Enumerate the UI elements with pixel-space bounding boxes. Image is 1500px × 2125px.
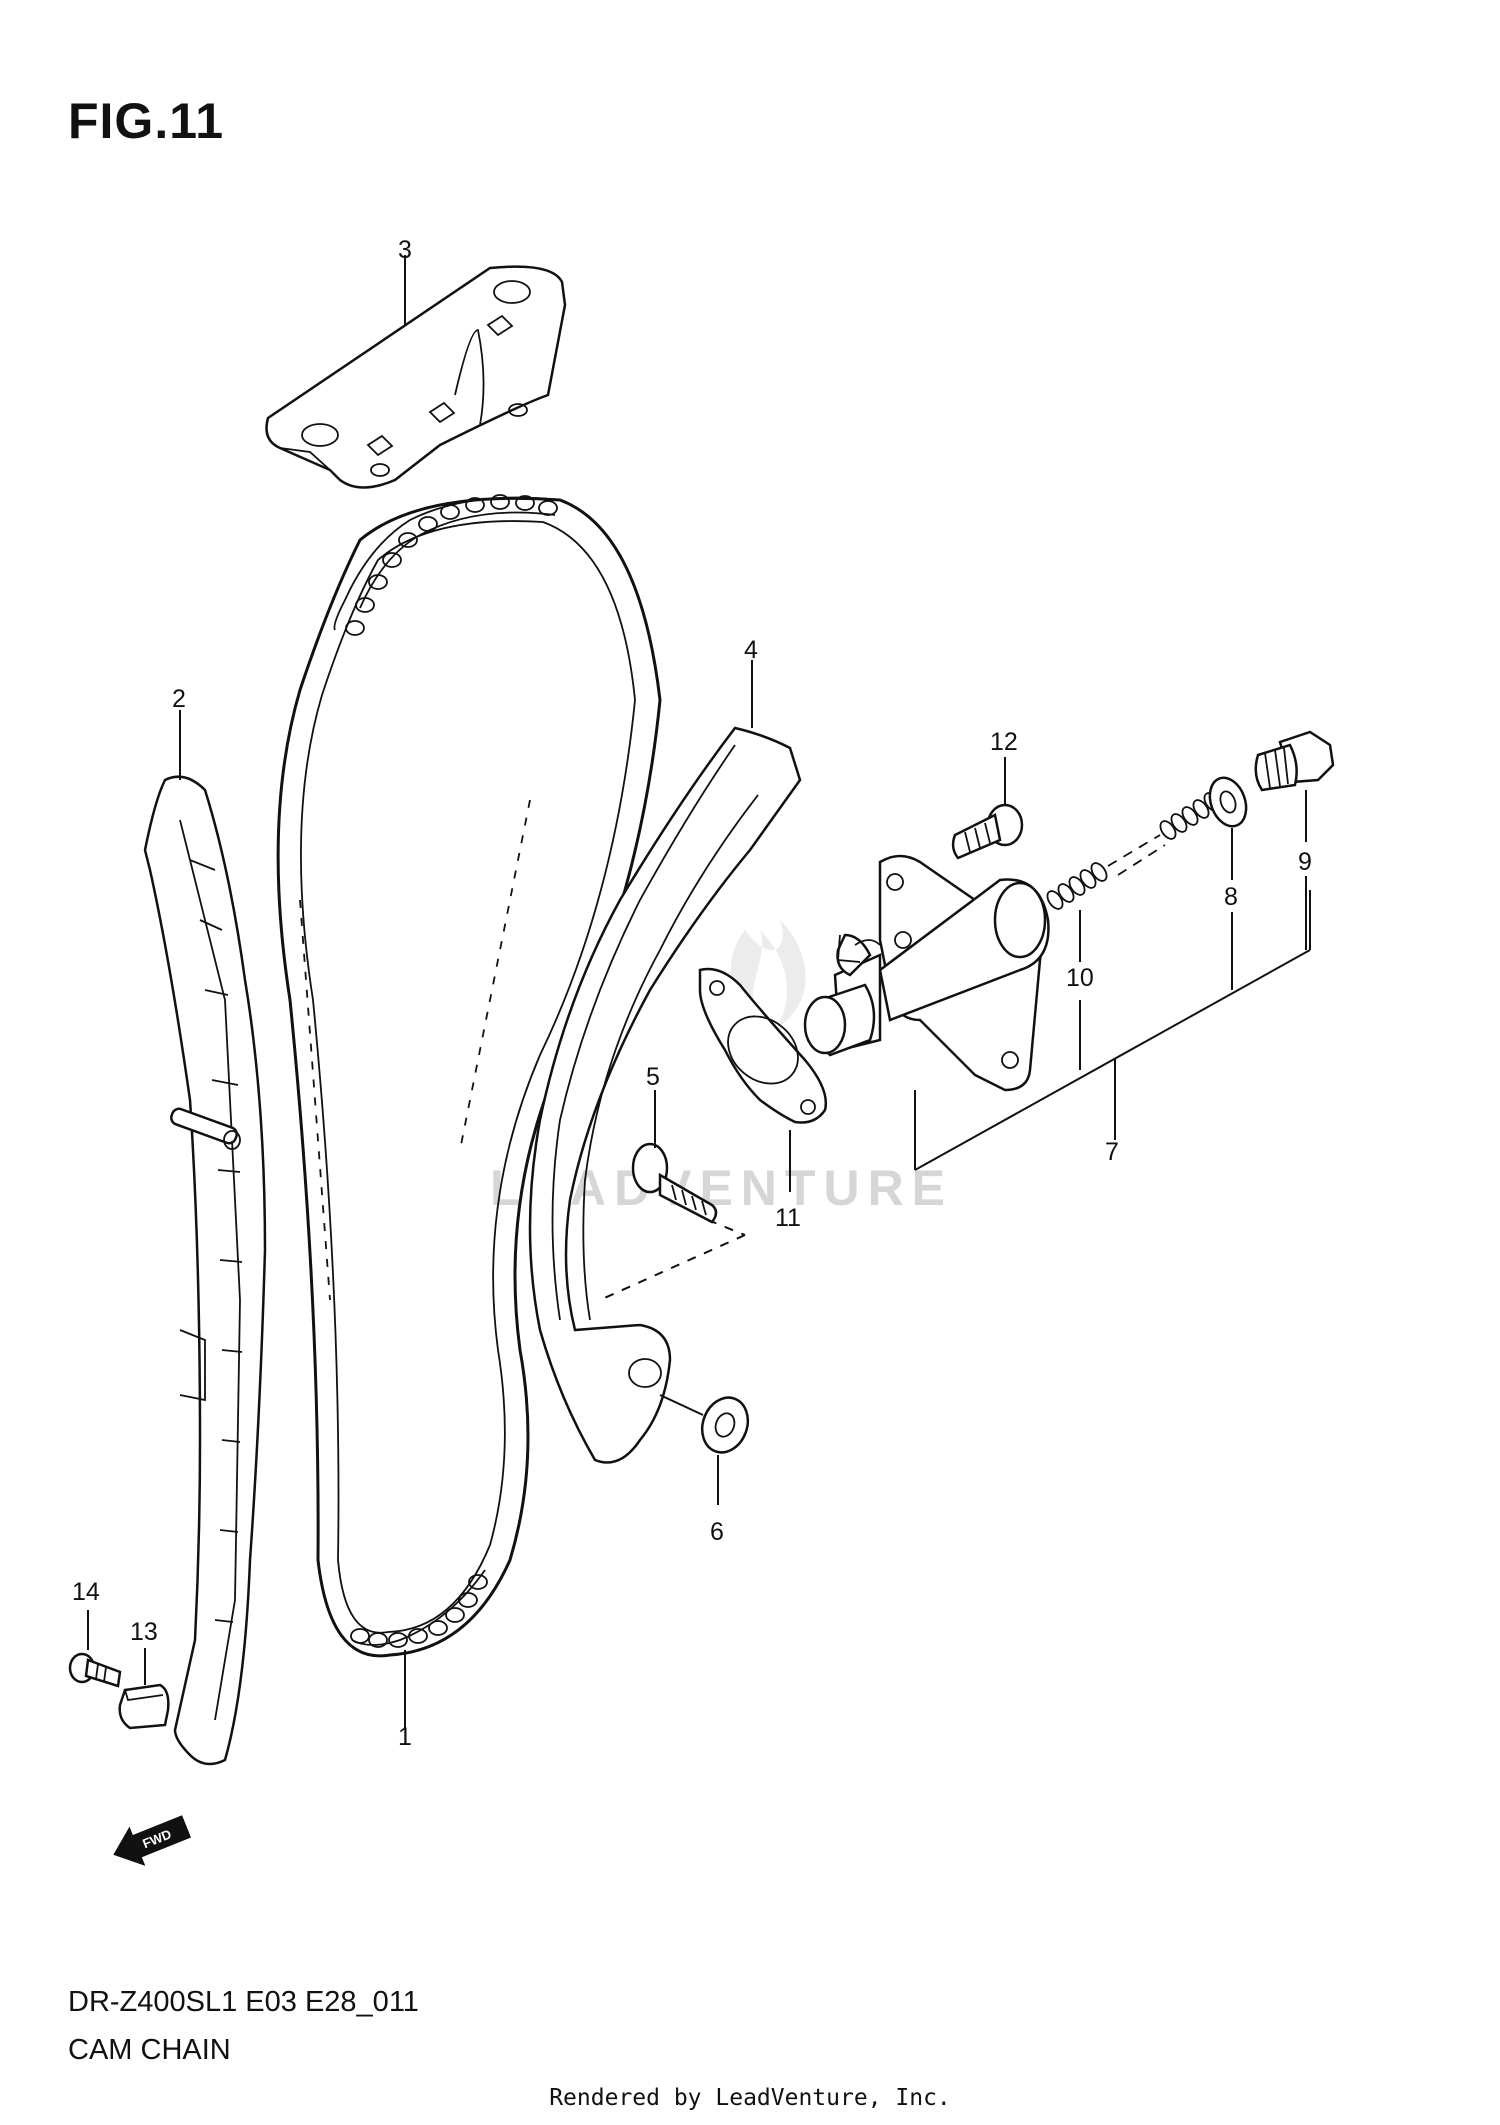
- callout-14[interactable]: 14: [72, 1578, 100, 1606]
- forward-direction-arrow-icon: FWD: [113, 1815, 192, 1866]
- part-2-chain-guide[interactable]: [143, 775, 267, 1766]
- section-name: CAM CHAIN: [68, 2034, 231, 2066]
- part-12-bolt[interactable]: [951, 803, 1024, 860]
- part-13-lock-plate[interactable]: [118, 1683, 170, 1730]
- part-6-washer[interactable]: [659, 1391, 755, 1459]
- part-9-plug-bolt[interactable]: [1254, 730, 1335, 792]
- callout-3[interactable]: 3: [398, 236, 412, 264]
- part-14-screw[interactable]: [68, 1652, 122, 1688]
- part-4-tensioner-guide[interactable]: [528, 726, 802, 1464]
- callout-12[interactable]: 12: [990, 728, 1018, 756]
- part-7-tensioner-assembly[interactable]: [803, 854, 1050, 1092]
- callout-9[interactable]: 9: [1298, 848, 1312, 876]
- part-5-pivot-bolt[interactable]: [631, 1142, 718, 1224]
- callout-6[interactable]: 6: [710, 1518, 724, 1546]
- leader-5-dashed: [599, 1219, 746, 1301]
- figure-title: FIG.11: [68, 93, 225, 149]
- callout-2[interactable]: 2: [172, 685, 186, 713]
- part-3-top-chain-guide[interactable]: [265, 265, 567, 489]
- callout-5[interactable]: 5: [646, 1063, 660, 1091]
- callout-7[interactable]: 7: [1105, 1138, 1119, 1166]
- model-code: DR-Z400SL1 E03 E28_011: [68, 1986, 419, 2018]
- callout-11[interactable]: 11: [775, 1204, 801, 1232]
- leader-7-bracket: [914, 890, 1311, 1171]
- part-11-gasket[interactable]: [698, 967, 828, 1124]
- callout-13[interactable]: 13: [130, 1618, 158, 1646]
- footer-credit: Rendered by LeadVenture, Inc.: [549, 2085, 951, 2111]
- part-10-spring[interactable]: [1044, 790, 1222, 911]
- callout-1[interactable]: 1: [398, 1723, 412, 1751]
- callout-10[interactable]: 10: [1066, 964, 1094, 992]
- callout-4[interactable]: 4: [744, 636, 758, 664]
- callout-8[interactable]: 8: [1224, 883, 1238, 911]
- part-8-washer[interactable]: [1203, 773, 1252, 832]
